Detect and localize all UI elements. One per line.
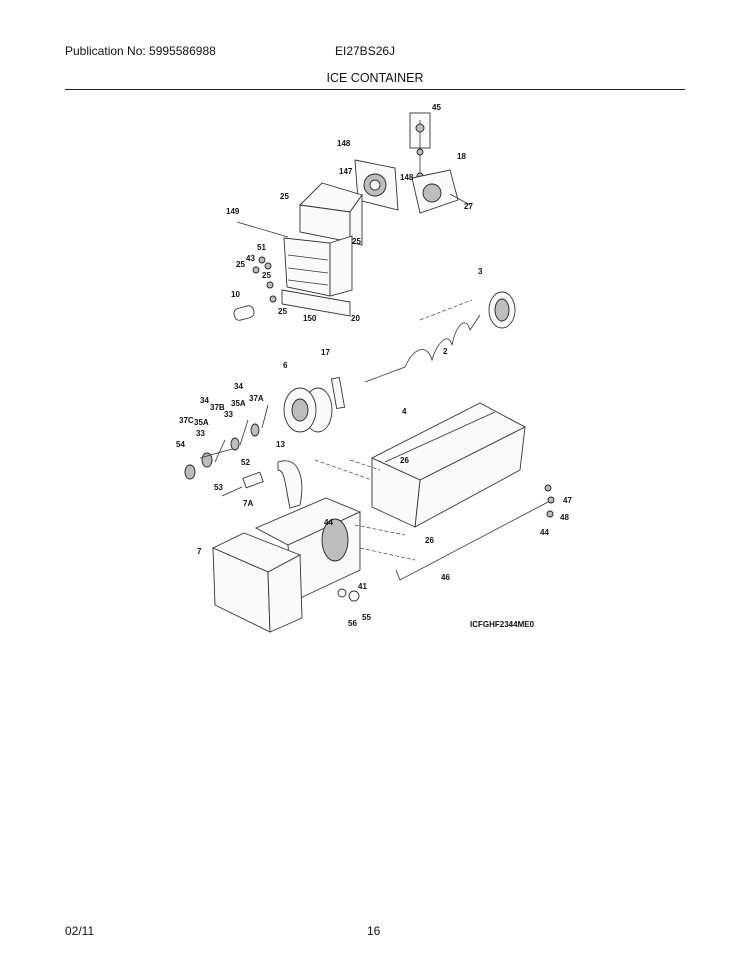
callout-34: 34	[200, 396, 209, 405]
diagram-code: ICFGHF2344ME0	[470, 620, 535, 629]
callout-26: 26	[400, 456, 409, 465]
callout-148: 148	[400, 173, 414, 182]
callout-33: 33	[224, 410, 233, 419]
callout-45: 45	[432, 103, 441, 112]
callout-10: 10	[231, 290, 240, 299]
callout-47: 47	[563, 496, 572, 505]
part-auger-housing	[281, 182, 363, 317]
callout-48: 48	[560, 513, 569, 522]
callout-52: 52	[241, 458, 250, 467]
callout-44: 44	[324, 518, 333, 527]
callout-149: 149	[226, 207, 240, 216]
callout-56: 56	[348, 619, 357, 628]
callout-54: 54	[176, 440, 185, 449]
callout-13: 13	[276, 440, 285, 449]
callout-37A: 37A	[249, 394, 264, 403]
callout-43: 43	[246, 254, 255, 263]
callout-20: 20	[351, 314, 360, 323]
assembly-guide-lines	[314, 299, 473, 561]
part-front-housing	[254, 497, 362, 603]
callout-55: 55	[362, 613, 371, 622]
callout-7A: 7A	[243, 499, 253, 508]
callout-37B: 37B	[210, 403, 225, 412]
callout-148: 148	[337, 139, 351, 148]
callout-37C: 37C	[179, 416, 194, 425]
callout-150: 150	[303, 314, 317, 323]
header-rule	[65, 89, 685, 90]
page-number: 16	[367, 924, 381, 938]
callout-147: 147	[339, 167, 353, 176]
part-shield	[277, 460, 303, 509]
callout-6: 6	[283, 361, 288, 370]
callout-17: 17	[321, 348, 330, 357]
callout-25: 25	[352, 237, 361, 246]
model-number: EI27BS26J	[335, 44, 396, 58]
part-bracket	[354, 159, 399, 211]
part-wire-harness	[409, 112, 431, 185]
part-motor	[411, 169, 471, 214]
callout-25: 25	[280, 192, 289, 201]
callout-53: 53	[214, 483, 223, 492]
section-title: ICE CONTAINER	[326, 71, 424, 85]
callout-44: 44	[540, 528, 549, 537]
callout-4: 4	[402, 407, 407, 416]
footer-date: 02/11	[65, 924, 95, 938]
callout-26: 26	[425, 536, 434, 545]
part-auger-ring	[488, 291, 516, 329]
callout-25: 25	[262, 271, 271, 280]
part-ice-bucket	[370, 402, 526, 528]
callout-25: 25	[236, 260, 245, 269]
part-door	[211, 532, 303, 633]
callout-27: 27	[464, 202, 473, 211]
callout-46: 46	[441, 573, 450, 582]
part-wire-arm	[395, 501, 549, 581]
callout-33: 33	[196, 429, 205, 438]
publication-number: Publication No: 5995586988	[65, 44, 216, 58]
callout-18: 18	[457, 152, 466, 161]
callout-25: 25	[278, 307, 287, 316]
callout-51: 51	[257, 243, 266, 252]
callout-35A: 35A	[194, 418, 209, 427]
callout-3: 3	[478, 267, 483, 276]
part-auger	[364, 314, 481, 383]
callout-34: 34	[234, 382, 243, 391]
callout-41: 41	[358, 582, 367, 591]
part-crusher-drum	[283, 387, 333, 433]
callout-35A: 35A	[231, 399, 246, 408]
callout-7: 7	[197, 547, 202, 556]
callout-2: 2	[443, 347, 448, 356]
part-blade-stack	[184, 404, 269, 497]
